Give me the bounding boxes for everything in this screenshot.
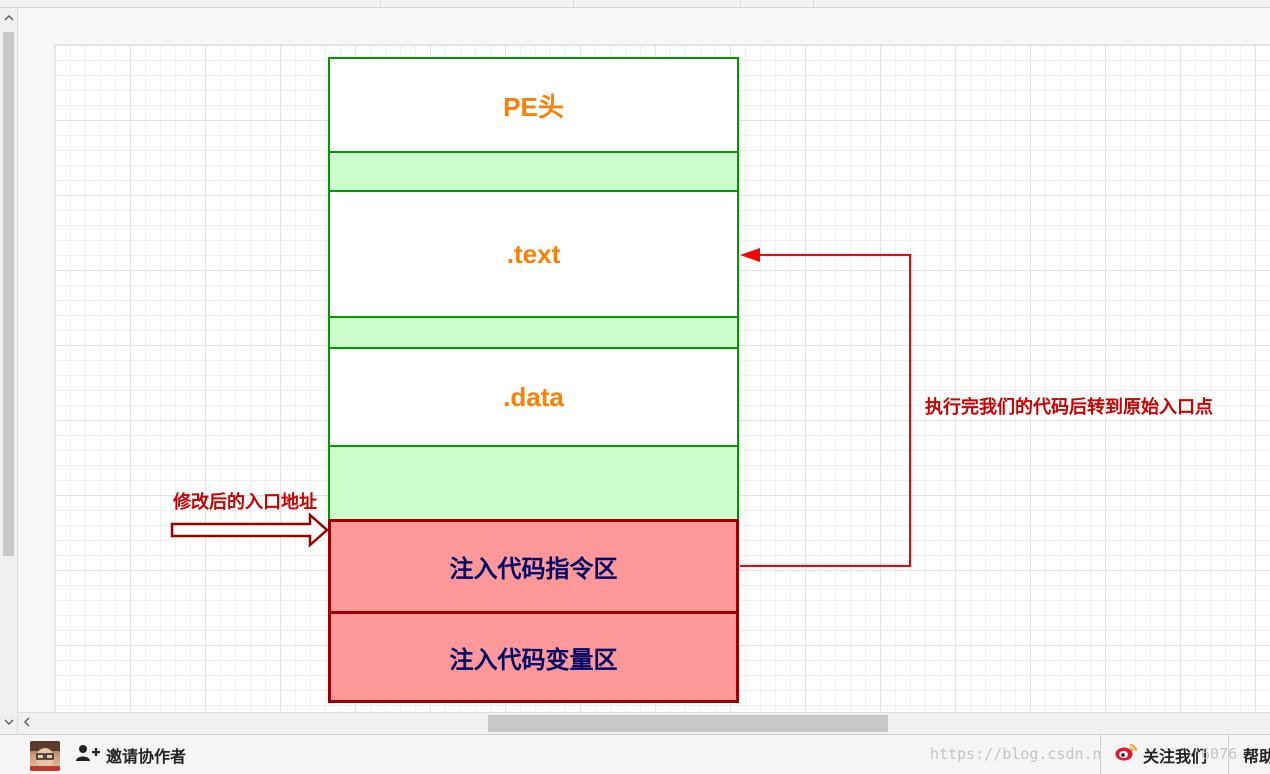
chevron-down-icon[interactable] <box>0 714 17 730</box>
modified-entry-label: 修改后的入口地址 <box>173 492 317 512</box>
chevron-left-icon[interactable] <box>18 715 35 731</box>
help-label: 帮助 <box>1243 748 1270 766</box>
watermark-url: https://blog.csdn.n <box>930 745 1102 763</box>
return-arrowhead <box>740 248 760 262</box>
entry-block-arrow[interactable] <box>170 512 329 548</box>
add-user-icon <box>76 744 100 767</box>
follow-us-button[interactable]: 关注我们 6076 <box>1100 735 1237 774</box>
data-section-block[interactable]: .data <box>328 347 739 447</box>
inject-code-block[interactable]: 注入代码指令区 <box>328 519 739 614</box>
toolbar-divider <box>573 0 574 7</box>
text-section-label: .text <box>506 238 561 269</box>
data-section-label: .data <box>503 381 564 412</box>
weibo-icon <box>1115 743 1137 766</box>
pe-header-block[interactable]: PE头 <box>328 57 739 153</box>
horizontal-scroll-thumb[interactable] <box>488 715 888 732</box>
return-connector[interactable] <box>740 254 911 567</box>
pe-header-label: PE头 <box>503 91 564 122</box>
chevron-up-icon[interactable] <box>0 10 17 26</box>
vertical-scroll-thumb[interactable] <box>3 32 14 556</box>
text-section-block[interactable]: .text <box>328 190 739 318</box>
invite-collaborator-button[interactable]: 邀请协作者 <box>76 744 186 766</box>
connector-layer <box>170 248 911 567</box>
avatar[interactable] <box>30 741 60 771</box>
blog-watermark: https://blog.csdn.n <box>930 745 1102 763</box>
inject-code-label: 注入代码指令区 <box>449 556 618 583</box>
section-padding-1[interactable] <box>328 151 739 192</box>
horizontal-scrollbar[interactable] <box>18 712 1270 734</box>
jump-back-label: 执行完我们的代码后转到原始入口点 <box>925 397 1213 417</box>
help-button[interactable]: 帮助 <box>1228 735 1270 774</box>
toolbar-divider <box>380 0 381 7</box>
toolbar-divider <box>813 0 814 7</box>
invite-collaborator-label: 邀请协作者 <box>106 749 187 766</box>
vertical-scrollbar[interactable] <box>0 8 18 734</box>
inject-vars-label: 注入代码变量区 <box>449 646 618 674</box>
follow-us-label: 关注我们 <box>1143 748 1208 766</box>
bottom-bar: 邀请协作者 https://blog.csdn.n 关注我们 6076 帮助 <box>0 734 1270 774</box>
inject-vars-block[interactable]: 注入代码变量区 <box>328 611 739 703</box>
toolbar-divider <box>740 0 741 7</box>
top-toolbar-strip <box>0 0 1270 8</box>
